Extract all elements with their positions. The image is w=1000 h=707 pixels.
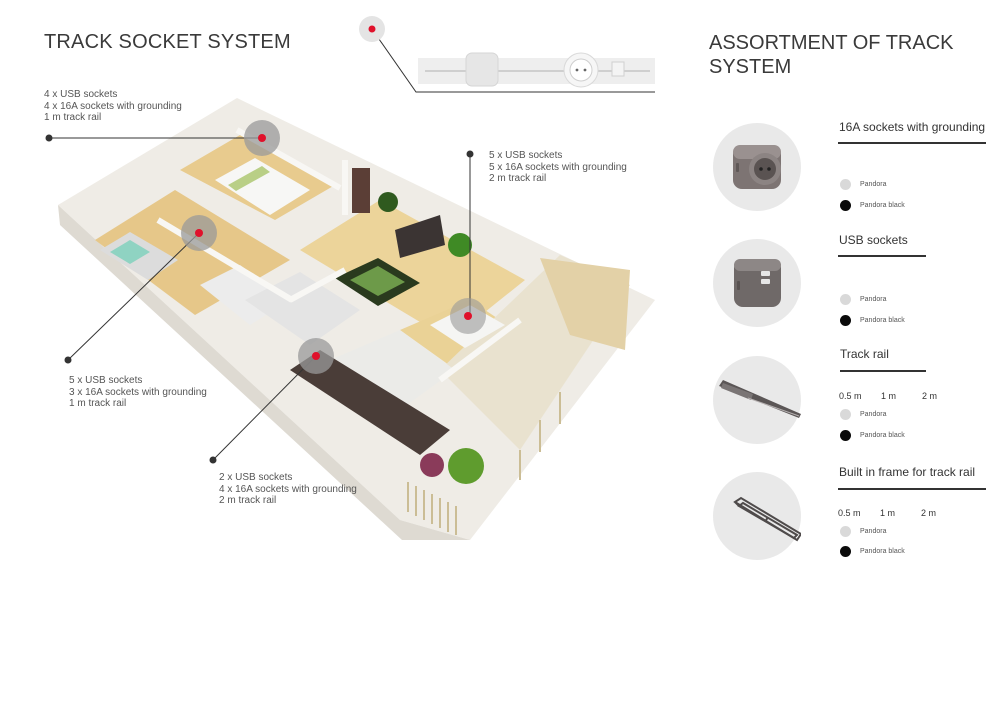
socket-markers [181,16,486,374]
divider [838,255,926,257]
callout-line: 5 x USB sockets [69,375,143,386]
callout-line: 1 m track rail [44,112,102,123]
swatch-light [840,526,851,537]
length-option-1m[interactable]: 1 m [881,391,897,401]
callout-line: 2 m track rail [489,173,547,184]
product-rail-frame [713,472,801,560]
callout-line: 3 x 16A sockets with grounding [69,386,207,398]
swatch-light [840,179,851,190]
product-usb-socket [713,239,801,327]
product-heading: 16A sockets with grounding [839,120,986,134]
callout-living-room: 5 x USB sockets 5 x 16A sockets with gro… [489,150,627,185]
divider [840,370,926,372]
callout-kitchen: 2 x USB sockets 4 x 16A sockets with gro… [219,472,357,507]
apartment-floorplan-illustration [45,16,655,540]
swatch-dark [840,315,851,326]
callout-bedroom: 4 x USB sockets 4 x 16A sockets with gro… [44,89,182,124]
swatch-light [840,294,851,305]
color-label: Pandora black [860,202,905,209]
swatch-dark [840,200,851,211]
product-heading: USB sockets [839,233,908,247]
color-option-pandora-black[interactable]: Pandora black [840,430,905,441]
callout-line: 1 m track rail [69,398,127,409]
length-options: 0.5 m 1 m 2 m [838,508,936,518]
swatch-light [840,409,851,420]
length-options: 0.5 m 1 m 2 m [839,391,937,401]
color-label: Pandora [860,411,887,418]
length-option-2m[interactable]: 2 m [921,508,937,518]
length-option-0-5m[interactable]: 0.5 m [839,391,862,401]
callout-line: 4 x USB sockets [44,89,118,100]
callout-line: 5 x 16A sockets with grounding [489,161,627,173]
color-label: Pandora black [860,317,905,324]
color-option-pandora-black[interactable]: Pandora black [840,546,905,557]
track-rail-preview [418,52,655,88]
callout-line: 5 x USB sockets [489,150,563,161]
callout-line: 4 x 16A sockets with grounding [44,100,182,112]
color-option-pandora[interactable]: Pandora [840,526,886,537]
color-option-pandora-black[interactable]: Pandora black [840,315,905,326]
color-option-pandora-black[interactable]: Pandora black [840,200,905,211]
color-label: Pandora [860,296,887,303]
assortment-title: ASSORTMENT OF TRACK SYSTEM [709,32,954,78]
product-track-rail [713,356,801,444]
product-16a-socket [713,123,801,211]
rail-frame-icon [733,496,801,542]
callout-line: 2 x USB sockets [219,472,293,483]
color-label: Pandora black [860,548,905,555]
page-title: TRACK SOCKET SYSTEM [44,31,291,53]
product-heading: Track rail [840,347,889,361]
usb-socket-icon [734,259,781,307]
length-option-2m[interactable]: 2 m [922,391,938,401]
color-label: Pandora black [860,432,905,439]
color-option-pandora[interactable]: Pandora [840,179,886,190]
callout-line: 2 m track rail [219,495,277,506]
callout-kids-room: 5 x USB sockets 3 x 16A sockets with gro… [69,375,207,410]
schuko-socket-icon [733,145,781,189]
length-option-0-5m[interactable]: 0.5 m [838,508,861,518]
product-heading: Built in frame for track rail [839,465,976,479]
swatch-dark [840,546,851,557]
swatch-dark [840,430,851,441]
color-option-pandora[interactable]: Pandora [840,409,886,420]
divider [838,142,986,144]
callout-line: 4 x 16A sockets with grounding [219,483,357,495]
color-label: Pandora [860,181,887,188]
divider [838,488,986,490]
color-label: Pandora [860,528,887,535]
length-option-1m[interactable]: 1 m [880,508,896,518]
color-option-pandora[interactable]: Pandora [840,294,886,305]
track-rail-icon [719,380,801,418]
